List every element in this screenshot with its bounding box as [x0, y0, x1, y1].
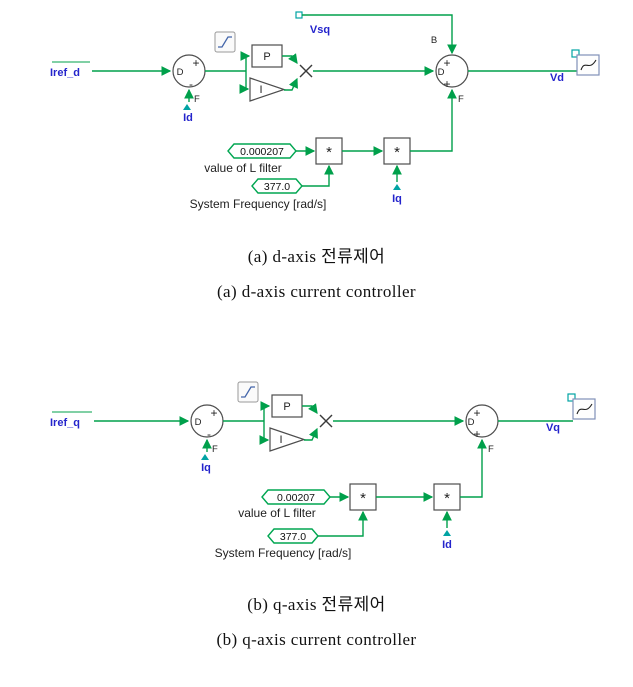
port-label-f-right: F — [488, 444, 494, 455]
minus-sign-left: - — [189, 77, 193, 91]
plus-sign-left: + — [192, 56, 199, 70]
cross-current-label: Id — [442, 539, 452, 551]
freq-constant-value: 377.0 — [264, 181, 290, 193]
port-label-f-right: F — [458, 94, 464, 105]
output-signal-label: Vd — [550, 72, 564, 84]
wire-i-out — [284, 77, 298, 91]
wire-mult2-to-sum — [410, 88, 457, 152]
input-signal-label: Iref_q — [50, 417, 80, 429]
caption-a-english: (a) d-axis current controller — [217, 282, 416, 301]
wire-freq-to-mult1 — [318, 510, 368, 537]
l-filter-caption: value of L filter — [204, 161, 282, 175]
port-label-d-left: D — [177, 67, 184, 78]
scope-curve — [576, 403, 593, 415]
freq-caption: System Frequency [rad/s] — [190, 197, 327, 211]
plus-sign-top: + — [473, 406, 480, 420]
multiplier2-block — [433, 483, 461, 511]
caption-b-english: (b) q-axis current controller — [216, 630, 417, 649]
p-block-label: P — [263, 51, 270, 63]
freq-constant-value: 377.0 — [280, 531, 306, 543]
i-block-label: I — [279, 434, 282, 446]
port-label-f-left: F — [212, 444, 218, 455]
port-label-f-left: F — [194, 94, 200, 105]
l-filter-constant-value: 0.000207 — [240, 146, 284, 158]
coupling-connector-icon — [295, 11, 303, 19]
wire-mult2-to-sum — [460, 438, 487, 498]
cross-current-arrow-icon — [443, 530, 451, 536]
scope-curve — [580, 59, 597, 71]
wire-i-out — [304, 427, 318, 441]
output-signal-label: Vq — [546, 422, 560, 434]
multiplier1-label: * — [360, 490, 366, 507]
plus-sign-left: + — [210, 406, 217, 420]
multiplier1-label: * — [326, 144, 332, 161]
wire-coupling — [302, 14, 457, 55]
feedback-signal-label: Iq — [201, 462, 211, 474]
plus-sign-bottom: + — [473, 427, 480, 441]
port-label-d-right: D — [468, 417, 475, 428]
caption-b-korean: (b) q-axis 전류제어 — [247, 595, 386, 614]
multiplier2-label: * — [444, 490, 450, 507]
plus-sign-top: + — [443, 56, 450, 70]
pi-limiter-glyph — [218, 36, 232, 48]
d-axis-controller-diagram: Vsq B Iref_d D + - F Id P I — [50, 11, 600, 211]
multiply-junction-icon — [319, 414, 333, 428]
plus-sign-bottom: + — [443, 77, 450, 91]
minus-sign-left: - — [207, 427, 211, 441]
multiplier1-block — [349, 483, 377, 511]
l-filter-constant-value: 0.00207 — [277, 492, 315, 504]
port-label-d-left: D — [195, 417, 202, 428]
multiply-junction-icon — [299, 64, 313, 78]
scope-tab-icon — [571, 49, 580, 58]
port-label-b: B — [431, 35, 437, 46]
l-filter-caption: value of L filter — [238, 506, 316, 520]
i-block-label: I — [259, 84, 262, 96]
freq-caption: System Frequency [rad/s] — [215, 546, 352, 560]
scope-tab-icon — [567, 393, 576, 402]
q-axis-controller-diagram: Iref_q D + - F Iq P I D — [50, 381, 596, 560]
coupling-signal-label: Vsq — [310, 24, 330, 36]
pi-limiter-glyph — [241, 386, 255, 398]
input-signal-label: Iref_d — [50, 67, 80, 79]
scope-icon — [567, 393, 596, 420]
wire-p-out — [282, 53, 298, 64]
i-block — [249, 77, 286, 102]
cross-current-label: Iq — [392, 193, 402, 205]
caption-a-korean: (a) d-axis 전류제어 — [247, 247, 386, 266]
multiplier2-label: * — [394, 144, 400, 161]
feedback-signal-label: Id — [183, 112, 193, 124]
port-label-d-right: D — [438, 67, 445, 78]
p-block-label: P — [283, 401, 290, 413]
feedback-arrow-icon — [183, 104, 191, 110]
cross-current-arrow-icon — [393, 184, 401, 190]
feedback-arrow-icon — [201, 454, 209, 460]
wire-freq-to-mult1 — [302, 164, 334, 187]
i-block — [269, 427, 306, 452]
wire-p-out — [302, 403, 318, 414]
scope-icon — [571, 49, 600, 76]
